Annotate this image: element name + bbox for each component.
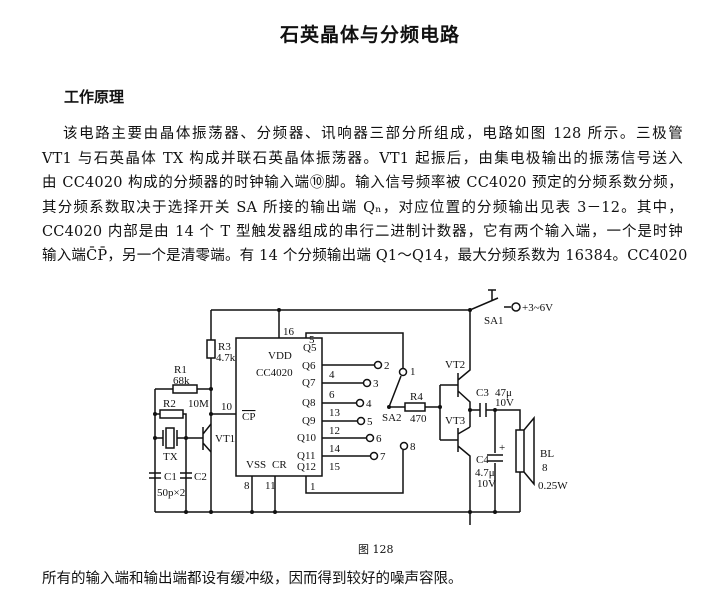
- speaker-bl: [515, 415, 535, 512]
- paragraph-line: 由 CC4020 构成的分频器的时钟输入端⑩脚。输入信号频率被 CC4020 预…: [42, 175, 683, 191]
- svg-text:8: 8: [244, 480, 250, 492]
- svg-text:Q12: Q12: [297, 461, 316, 473]
- svg-text:5: 5: [367, 416, 373, 428]
- svg-text:11: 11: [265, 480, 276, 492]
- svg-text:C4: C4: [476, 454, 489, 466]
- sa2-switch: [388, 375, 458, 441]
- svg-text:CR: CR: [272, 459, 287, 471]
- svg-text:+: +: [499, 442, 505, 454]
- svg-text:2: 2: [384, 360, 390, 372]
- svg-text:Q8: Q8: [302, 397, 316, 409]
- r3-resistor: [206, 339, 216, 359]
- svg-text:470: 470: [410, 413, 427, 425]
- svg-text:4.7k: 4.7k: [216, 352, 236, 364]
- svg-text:15: 15: [329, 461, 341, 473]
- paragraph-line: VT1 与石英晶体 TX 构成并联石英晶体振荡器。VT1 起振后，由集电极输出的…: [42, 151, 683, 167]
- svg-text:VT2: VT2: [445, 359, 465, 371]
- svg-text:Q10: Q10: [297, 432, 316, 444]
- svg-text:C3: C3: [476, 387, 489, 399]
- svg-text:VT3: VT3: [445, 415, 466, 427]
- svg-text:R3: R3: [218, 341, 231, 353]
- svg-text:R4: R4: [410, 391, 423, 403]
- svg-text:10: 10: [221, 401, 233, 413]
- svg-text:3: 3: [373, 378, 379, 390]
- vt2-vt3-transistors: [457, 310, 471, 525]
- svg-text:6: 6: [376, 433, 382, 445]
- supply-rail: [211, 297, 511, 311]
- crystal-tx: [155, 430, 203, 446]
- figure-caption: 图 128: [358, 543, 394, 556]
- paragraph-line: 其分频系数取决于选择开关 SA 所接的输出端 Qₙ，对应位置的分频输出见表 3－…: [42, 200, 683, 216]
- page-title: 石英晶体与分频电路: [279, 24, 460, 46]
- svg-text:TX: TX: [163, 451, 178, 463]
- capacitors-c1-c2: [149, 472, 192, 479]
- svg-text:VDD: VDD: [268, 350, 292, 362]
- r1-resistor: [172, 384, 198, 394]
- svg-text:5: 5: [309, 334, 315, 346]
- svg-text:1: 1: [410, 366, 416, 378]
- svg-text:4: 4: [366, 398, 372, 410]
- svg-text:1: 1: [310, 481, 316, 493]
- sa1-switch: [488, 289, 496, 301]
- ic-outputs: Q5 Q6 Q7 Q8 Q9 Q10 Q11 Q12 4 6 13 12 14 …: [297, 342, 416, 473]
- ic-wires: [211, 310, 404, 512]
- svg-text:47μ: 47μ: [495, 387, 512, 399]
- vt1-transistor: [202, 423, 212, 453]
- svg-text:BL: BL: [540, 448, 554, 460]
- paragraph-line: CC4020 内部是由 14 个 T 型触发器组成的串行二进制计数器，它有两个输…: [42, 224, 683, 240]
- paragraph-line: 输入端C̄P̄，另一个是清零端。有 14 个分频输出端 Q1～Q14，最大分频系…: [42, 248, 688, 264]
- r2-resistor: [159, 409, 184, 419]
- svg-text:14: 14: [329, 443, 341, 455]
- svg-text:13: 13: [329, 407, 341, 419]
- svg-text:10M: 10M: [188, 398, 209, 410]
- supply-terminal: [511, 302, 521, 312]
- svg-text:10V: 10V: [495, 397, 514, 409]
- svg-text:Q5: Q5: [303, 342, 317, 354]
- svg-text:CC4020: CC4020: [256, 367, 293, 379]
- svg-text:7: 7: [380, 451, 386, 463]
- svg-text:6: 6: [329, 389, 335, 401]
- svg-text:8: 8: [410, 441, 416, 453]
- svg-text:VT1: VT1: [215, 433, 235, 445]
- svg-text:10V: 10V: [477, 478, 496, 490]
- svg-text:50p×2: 50p×2: [157, 487, 185, 499]
- supply-label: +3~6V: [522, 302, 553, 314]
- sa1-label: SA1: [484, 315, 504, 327]
- svg-text:VSS: VSS: [246, 459, 266, 471]
- r4-resistor: [404, 402, 426, 412]
- svg-text:C2: C2: [194, 471, 207, 483]
- svg-text:Q9: Q9: [302, 415, 316, 427]
- svg-text:Q11: Q11: [297, 450, 316, 462]
- svg-text:Q7: Q7: [302, 377, 316, 389]
- svg-text:12: 12: [329, 425, 340, 437]
- section-heading: 工作原理: [64, 88, 125, 106]
- paragraph-line: 所有的输入端和输出端都设有缓冲级，因而得到较好的噪声容限。: [42, 571, 463, 587]
- paragraph-line: 该电路主要由晶体振荡器、分频器、讯响器三部分所组成，电路如图 128 所示。三极…: [63, 126, 683, 142]
- svg-text:68k: 68k: [173, 375, 190, 387]
- svg-text:CP: CP: [242, 411, 255, 423]
- c4-capacitor: [487, 410, 503, 512]
- svg-text:SA2: SA2: [382, 412, 402, 424]
- c3-capacitor: [470, 403, 521, 430]
- feedback-wires: [154, 388, 211, 512]
- svg-text:R1: R1: [174, 364, 187, 376]
- svg-text:0.25W: 0.25W: [538, 480, 568, 492]
- svg-text:4: 4: [329, 369, 335, 381]
- svg-text:Q6: Q6: [302, 360, 316, 372]
- svg-text:C1: C1: [164, 471, 177, 483]
- svg-text:R2: R2: [163, 398, 176, 410]
- svg-text:8: 8: [542, 462, 548, 474]
- svg-text:4.7μ: 4.7μ: [475, 467, 495, 479]
- svg-text:16: 16: [283, 326, 295, 338]
